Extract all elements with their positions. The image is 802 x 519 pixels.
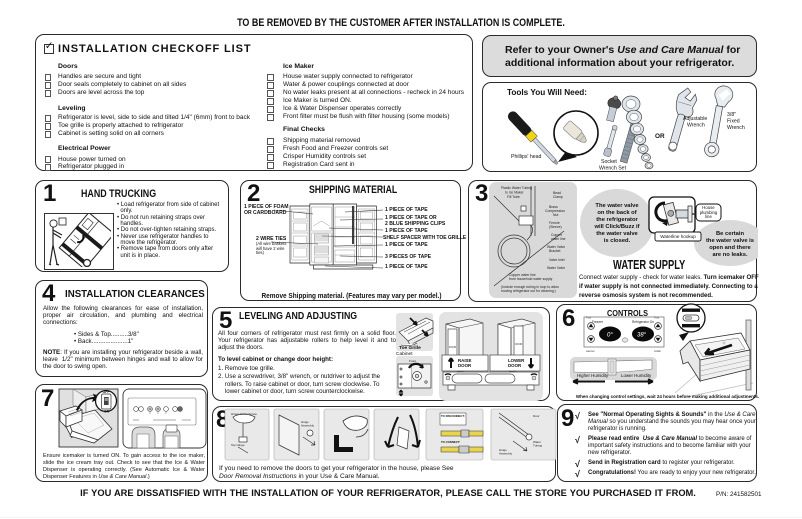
- svg-text:Top Hinge: Top Hinge: [231, 443, 245, 447]
- svg-text:RAISE: RAISE: [458, 358, 471, 363]
- svg-text:Tubing: Tubing: [533, 444, 542, 448]
- svg-text:DOOR: DOOR: [515, 343, 522, 346]
- svg-text:Refrigerator On: Refrigerator On: [632, 320, 654, 324]
- svg-text:TO CONNECT:: TO CONNECT:: [441, 440, 460, 444]
- svg-text:DOOR: DOOR: [449, 346, 456, 349]
- svg-text:colder: colder: [654, 349, 661, 353]
- svg-text:LOWER: LOWER: [508, 358, 525, 363]
- svg-text:Turn: Turn: [586, 316, 592, 320]
- svg-text:Wrench: Wrench: [687, 123, 705, 129]
- svg-text:0°: 0°: [607, 333, 613, 339]
- svg-text:Clamp: Clamp: [553, 195, 563, 199]
- svg-text:38°: 38°: [637, 333, 647, 339]
- svg-text:Hinge Cover Screw: Hinge Cover Screw: [231, 412, 258, 416]
- svg-text:OR: OR: [655, 133, 665, 140]
- svg-text:Bracket: Bracket: [549, 249, 561, 253]
- svg-text:Plastic Water Tubing: Plastic Water Tubing: [501, 186, 532, 190]
- svg-text:Fixed: Fixed: [727, 119, 740, 125]
- svg-text:Socket: Socket: [601, 159, 617, 165]
- svg-text:Door: Door: [533, 414, 540, 418]
- svg-text:Water Valve: Water Valve: [547, 245, 565, 249]
- svg-text:Wrench Set: Wrench Set: [599, 166, 627, 172]
- svg-text:Bead: Bead: [553, 191, 561, 195]
- svg-text:DOOR: DOOR: [508, 363, 522, 368]
- svg-text:Water Valve: Water Valve: [547, 266, 565, 270]
- svg-text:Copper: Copper: [551, 233, 563, 237]
- svg-text:Front: Front: [409, 359, 416, 363]
- svg-text:DOOR: DOOR: [458, 363, 472, 368]
- svg-text:Adjustable: Adjustable: [683, 116, 707, 122]
- svg-text:Water: Water: [533, 440, 541, 444]
- svg-text:Assembly: Assembly: [301, 424, 315, 428]
- svg-text:water line: water line: [551, 237, 566, 241]
- svg-text:Fill Tube: Fill Tube: [507, 195, 520, 199]
- svg-text:Freezer: Freezer: [592, 320, 604, 324]
- svg-text:(Include enough tubing in loop: (Include enough tubing in loop to allow: [501, 285, 559, 289]
- svg-text:moving refrigerator out for cl: moving refrigerator out for cleaning.): [501, 289, 556, 293]
- svg-text:OFF: OFF: [103, 390, 111, 394]
- svg-text:Ferrule: Ferrule: [549, 221, 560, 225]
- svg-text:Hinge: Hinge: [499, 448, 507, 452]
- svg-text:TO DISCONNECT:: TO DISCONNECT:: [441, 414, 465, 418]
- svg-text:ON: ON: [104, 410, 110, 414]
- svg-text:Lower Humidity: Lower Humidity: [621, 373, 652, 378]
- svg-text:(Sleeve): (Sleeve): [549, 225, 562, 229]
- svg-text:Wrench: Wrench: [727, 125, 745, 131]
- svg-text:Brass: Brass: [549, 205, 558, 209]
- svg-text:Compression: Compression: [545, 209, 565, 213]
- svg-text:Copper water line: Copper water line: [509, 273, 536, 277]
- svg-text:warmer: warmer: [586, 349, 595, 353]
- svg-text:Valve Inlet: Valve Inlet: [549, 258, 565, 262]
- svg-text:Turn: Turn: [654, 316, 660, 320]
- svg-text:3/8": 3/8": [727, 112, 736, 118]
- svg-text:from household water supply: from household water supply: [509, 277, 553, 281]
- svg-text:Assembly: Assembly: [499, 452, 513, 456]
- svg-text:Cabinet: Cabinet: [396, 351, 413, 357]
- svg-text:Hinge: Hinge: [301, 420, 309, 424]
- svg-text:Higher Humidity: Higher Humidity: [577, 373, 609, 378]
- svg-text:Phillips' head: Phillips' head: [511, 154, 542, 160]
- svg-text:Toe Grille: Toe Grille: [399, 345, 421, 351]
- svg-text:to Ice Maker: to Ice Maker: [505, 191, 525, 195]
- svg-text:Nut: Nut: [553, 213, 558, 217]
